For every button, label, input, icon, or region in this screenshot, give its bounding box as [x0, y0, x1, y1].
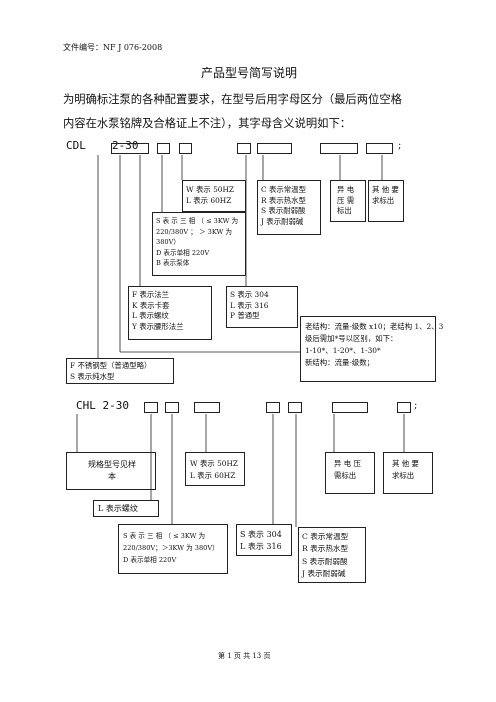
model-slot: [288, 402, 302, 413]
model-suffix: 2-30: [112, 139, 139, 152]
model-slot: [157, 143, 170, 154]
model-slot: [165, 402, 179, 413]
thread-box: L 表示螺纹: [93, 500, 159, 517]
model-code: CHL 2-30: [76, 399, 129, 412]
model-slot: [179, 143, 192, 154]
model-slot: [332, 402, 368, 413]
model-slot: [320, 143, 358, 154]
other-requirements-box: 其 他 要求标出: [383, 452, 433, 494]
semicolon: ;: [414, 400, 418, 411]
model-slot: [194, 402, 220, 413]
model-slot: [237, 143, 251, 154]
page-number: 第 1 页 共 13 页: [218, 652, 271, 660]
page-title: 产品型号简写说明: [201, 66, 298, 80]
model-slot: [144, 402, 158, 413]
special-voltage-box: 异 电压 需标出: [330, 180, 366, 222]
model-prefix: CDL: [66, 139, 86, 152]
model-slot: [397, 402, 411, 413]
document-number: 文件编号：NF J 076-2008: [63, 43, 163, 52]
model-slot: [111, 143, 149, 154]
spec-model-box: 规格型号见样本: [66, 452, 156, 490]
semicolon: ;: [398, 140, 402, 151]
series-type-box: F 不锈钢型（普通型略）S 表示纯水型: [66, 358, 174, 384]
intro-line-1: 为明确标注泵的各种配置要求，在型号后用字母区分（最后两位空格: [63, 93, 402, 106]
intro-line-2: 内容在水泵铭牌及合格证上不注），其字母含义说明如下：: [63, 117, 352, 130]
other-requirements-box: 其 他 要求标出: [368, 180, 404, 222]
model-slot: [257, 143, 292, 154]
special-voltage-box: 异 电 压需标出: [325, 452, 375, 494]
model-slot: [266, 402, 280, 413]
model-slot: [366, 143, 393, 154]
